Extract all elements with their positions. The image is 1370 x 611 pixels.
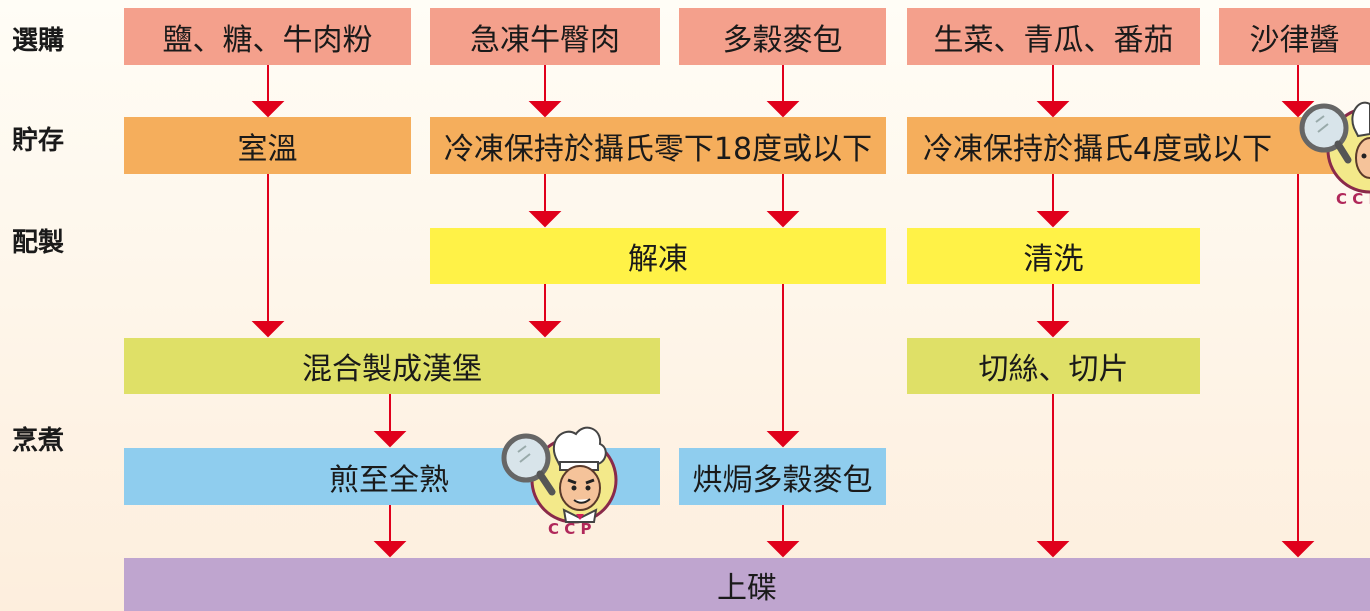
select-multigrain-bun: 多穀麥包 — [679, 8, 886, 65]
prep-thaw: 解凍 — [430, 228, 886, 284]
select-frozen-beef-rump: 急凍牛臀肉 — [430, 8, 660, 65]
select-salad-dressing: 沙律醬 — [1219, 8, 1370, 65]
stage-cooking: 烹煮 — [12, 426, 65, 456]
prep-wash: 清洗 — [907, 228, 1200, 284]
ccp-chef-icon-storage: C C P — [1299, 101, 1370, 208]
select-vegetables: 生菜、青瓜、番茄 — [907, 8, 1200, 65]
plate-serve: 上碟 — [124, 558, 1370, 611]
stage-storage: 貯存 — [12, 126, 65, 156]
storage-room-temp: 室溫 — [124, 117, 411, 174]
ccp-label-storage: C C P — [1336, 190, 1370, 208]
storage-frozen: 冷凍保持於攝氏零下18度或以下 — [430, 117, 886, 174]
stage-preparation: 配製 — [12, 228, 65, 258]
cook-bake-bun: 烘焗多穀麥包 — [679, 448, 886, 505]
select-salt-sugar-beef-powder: 鹽、糖、牛肉粉 — [124, 8, 411, 65]
storage-chilled: 冷凍保持於攝氏4度或以下 — [907, 117, 1370, 174]
ccp-chef-icon: C C P — [501, 426, 618, 538]
make-burger-patty: 混合製成漢堡 — [124, 338, 660, 394]
shred-slice: 切絲、切片 — [907, 338, 1200, 394]
ccp-label: C C P — [548, 520, 591, 538]
stage-selection: 選購 — [12, 26, 65, 56]
